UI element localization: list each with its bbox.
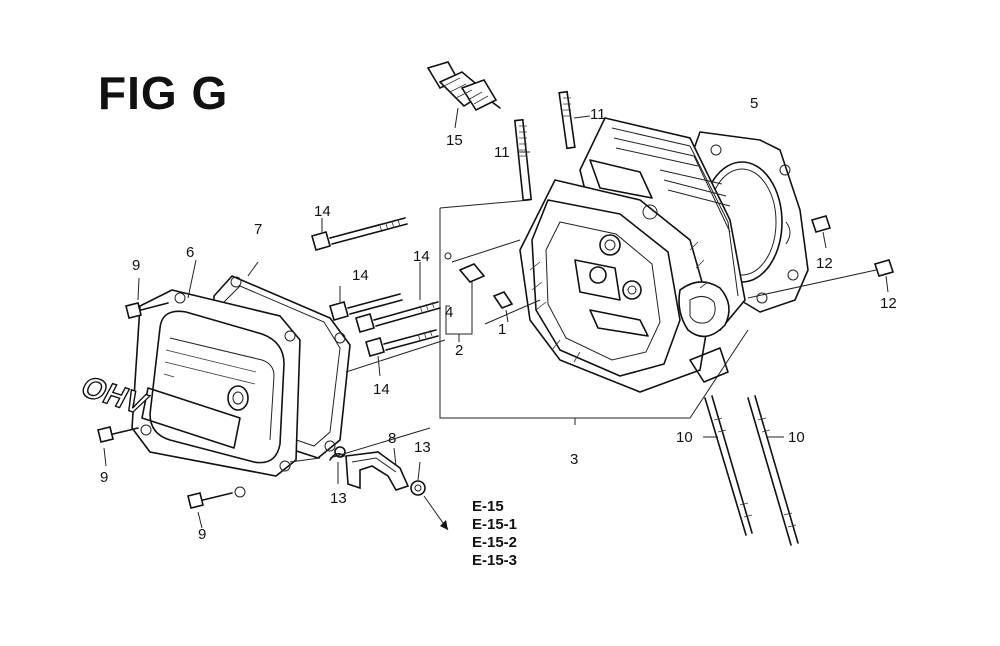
callout-14-right: 14	[413, 248, 430, 265]
callout-8: 8	[388, 430, 397, 447]
leader-lines	[329, 299, 541, 459]
callout-14-mid: 14	[352, 267, 369, 284]
reference-e-15-2[interactable]: E-15-2	[472, 534, 518, 551]
callout-1: 1	[498, 321, 507, 338]
callout-12-lower: 12	[880, 295, 897, 312]
head-bolts-14	[311, 217, 441, 377]
callout-11-left: 11	[494, 144, 510, 161]
callout-11-right: 11	[590, 106, 606, 123]
spark-plug	[426, 61, 501, 129]
stud-bolts-10	[703, 395, 799, 546]
callout-4: 4	[445, 304, 454, 321]
callout-13-left: 13	[330, 490, 347, 507]
breather-tube	[289, 446, 449, 531]
callout-5: 5	[750, 95, 759, 112]
callout-14-top: 14	[314, 203, 331, 220]
reference-e-15[interactable]: E-15	[472, 498, 504, 515]
stud-bolts-11	[513, 90, 591, 202]
callout-6: 6	[186, 244, 195, 261]
reference-e-15-3[interactable]: E-15-3	[472, 552, 518, 569]
callout-9-left: 9	[100, 469, 109, 486]
callout-7: 7	[254, 221, 263, 238]
head-cover: OHV	[75, 259, 301, 498]
reference-e-15-1[interactable]: E-15-1	[472, 516, 518, 533]
head-assembly-bracket	[439, 199, 749, 425]
figure-title: FIG G	[98, 67, 229, 119]
callout-9-top: 9	[132, 257, 141, 274]
callout-15: 15	[446, 132, 463, 149]
dowel-pins-12	[747, 215, 895, 299]
callout-12-upper: 12	[816, 255, 833, 272]
callout-10-left: 10	[676, 429, 693, 446]
cover-bolts-9	[97, 277, 233, 529]
reference-list: E-15 E-15-1 E-15-2 E-15-3	[472, 498, 517, 570]
callout-10-right: 10	[788, 429, 805, 446]
cylinder-head	[519, 117, 746, 393]
callout-13-right: 13	[414, 439, 431, 456]
callout-3: 3	[570, 451, 579, 468]
callout-14-bottom: 14	[373, 381, 390, 398]
callout-9-bottom: 9	[198, 526, 207, 543]
callout-2: 2	[455, 342, 464, 359]
valve-seals	[444, 239, 521, 342]
